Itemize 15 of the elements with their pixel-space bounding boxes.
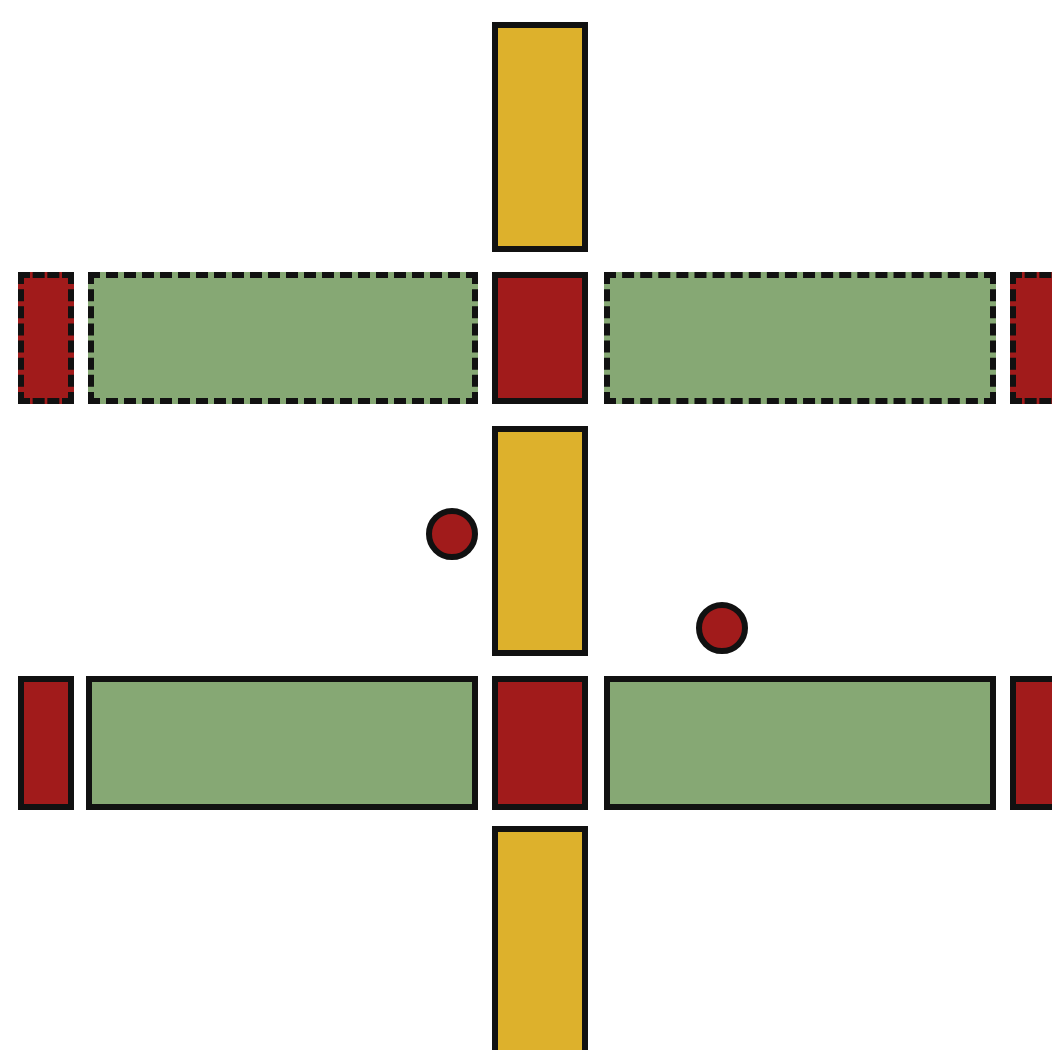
horizontal-bar — [604, 676, 996, 810]
square-block — [492, 676, 588, 810]
vertical-bar — [492, 22, 588, 252]
square-block — [18, 272, 74, 404]
square-block — [18, 676, 74, 810]
circle — [426, 508, 478, 560]
square-block — [1010, 676, 1052, 810]
horizontal-bar — [88, 272, 478, 404]
horizontal-bar — [86, 676, 478, 810]
vertical-bar — [492, 426, 588, 656]
circle — [696, 602, 748, 654]
square-block — [1010, 272, 1052, 404]
square-block — [492, 272, 588, 404]
horizontal-bar — [604, 272, 996, 404]
vertical-bar — [492, 826, 588, 1050]
